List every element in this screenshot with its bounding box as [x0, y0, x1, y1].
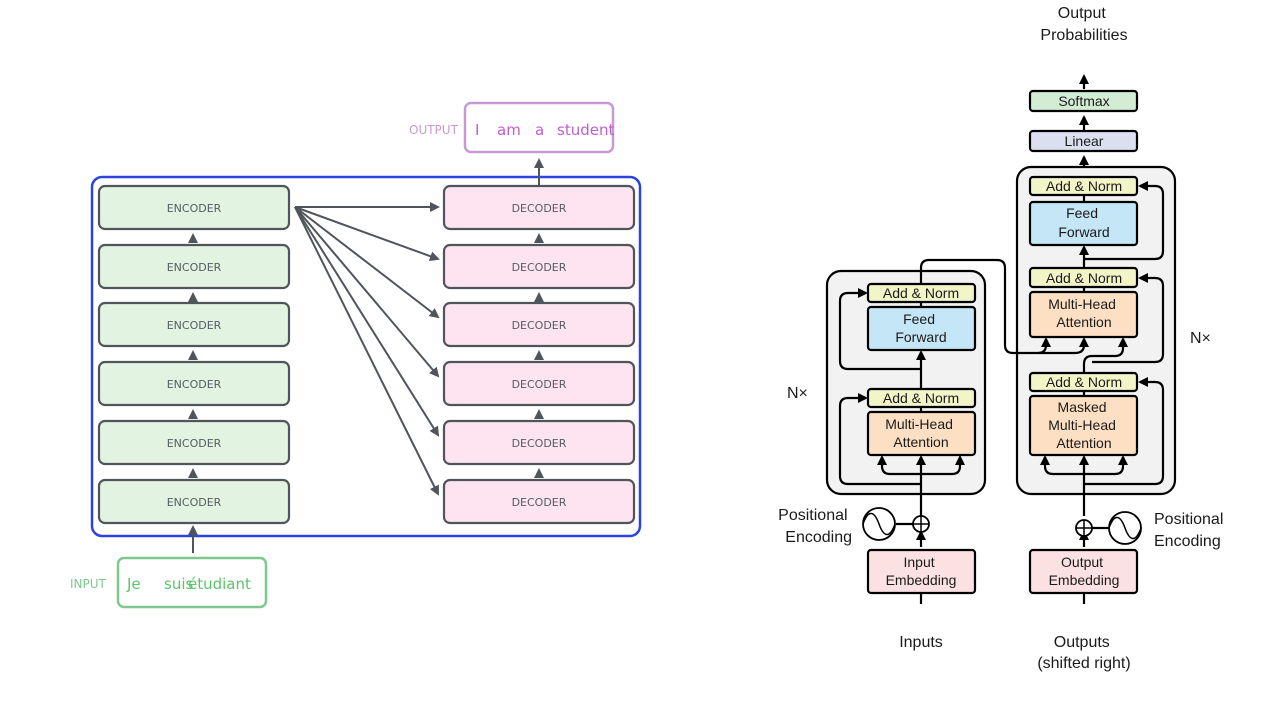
arrow	[921, 455, 965, 476]
softmax-block	[1028, 89, 1139, 113]
decoder-block: DECODER	[442, 184, 636, 231]
output-embedding-label: Output Embedding	[1049, 554, 1120, 588]
decoder-box	[442, 243, 636, 290]
encoder-label: ENCODER	[167, 378, 222, 391]
encoder-label: ENCODER	[167, 202, 222, 215]
encoder-to-decoder-arrow	[294, 206, 440, 261]
decoder-add-norm-mid-label: Add & Norm	[1046, 270, 1122, 286]
encoder-to-decoder-arrow	[294, 206, 440, 319]
encoder-block: ENCODER	[97, 360, 291, 407]
encoder-label: ENCODER	[167, 319, 222, 332]
input-embedding-label: Input Embedding	[886, 554, 957, 588]
output-probabilities-label: Output Probabilities	[1040, 5, 1127, 44]
encoder-add-norm-top-label: Add & Norm	[883, 285, 959, 301]
decoder-label: DECODER	[512, 202, 567, 215]
decoder-masked-attention-label: Masked Multi-Head Attention	[1048, 399, 1120, 451]
output-box	[463, 101, 615, 154]
encoder-block: ENCODER	[97, 243, 291, 290]
stack-outline	[90, 175, 642, 538]
decoder-box	[442, 301, 636, 348]
encoder-block: ENCODER	[97, 184, 291, 231]
arrow	[1082, 337, 1128, 373]
decoder-block: DECODER	[442, 243, 636, 290]
decoder-box	[442, 360, 636, 407]
output-positional-label: Positional Encoding	[1154, 511, 1228, 550]
input-sine-wave-icon	[862, 507, 896, 541]
input-embedding-block	[866, 548, 977, 595]
encoder-to-decoder-arrow	[294, 206, 440, 437]
arrow	[838, 288, 921, 371]
decoder-add-norm-bottom-label: Add & Norm	[1046, 374, 1122, 390]
arrow	[1092, 273, 1165, 364]
encoder-to-decoder-arrow	[294, 206, 440, 378]
arrow	[838, 393, 921, 486]
outputs-label: Outputs (shifted right)	[1037, 634, 1130, 672]
transformer-architecture-diagram: Output Probabilities Softmax Linear N× N…	[778, 5, 1228, 672]
decoder-block: DECODER	[442, 360, 636, 407]
encoder-box	[97, 478, 291, 525]
arrow	[877, 455, 921, 476]
decoder-box	[442, 478, 636, 525]
encoder-box	[97, 301, 291, 348]
arrow	[1084, 181, 1165, 261]
decoder-label: DECODER	[512, 319, 567, 332]
inputs-label: Inputs	[899, 634, 943, 651]
encoder-block: ENCODER	[97, 419, 291, 466]
arrow	[1084, 455, 1128, 476]
input-positional-label: Positional Encoding	[778, 507, 852, 546]
encoder-add-norm-bottom-label: Add & Norm	[883, 390, 959, 406]
encoder-label: ENCODER	[167, 496, 222, 509]
decoder-label: DECODER	[512, 437, 567, 450]
encoder-label: ENCODER	[167, 261, 222, 274]
encoder-label: ENCODER	[167, 437, 222, 450]
decoder-repeat-label: N×	[1190, 330, 1211, 347]
input-token: étudiant	[188, 575, 251, 593]
encoder-box	[97, 360, 291, 407]
arrow	[1040, 455, 1084, 476]
encoder-repeat-label: N×	[787, 385, 808, 402]
input-box	[116, 556, 268, 609]
arrow	[1038, 337, 1089, 355]
input-label: INPUT	[70, 577, 107, 591]
decoder-attention-label: Multi-Head Attention	[1048, 296, 1120, 330]
decoder-stack: DECODER DECODER DECODER DECODER DECODER DECOD…	[442, 184, 636, 525]
output-token: am	[497, 121, 521, 139]
encoder-stack: ENCODER ENCODER ENCODER ENCODER ENCODER ENCOD…	[97, 184, 291, 525]
encoder-decoder-stack-diagram: ENCODER ENCODER ENCODER ENCODER ENCODER ENCOD…	[70, 101, 642, 609]
linear-block	[1028, 129, 1139, 153]
output-token: a	[535, 121, 544, 139]
output-embedding-block	[1028, 548, 1139, 595]
decoder-feed-forward-label: Feed Forward	[1058, 205, 1109, 240]
encoder-feed-forward-label: Feed Forward	[895, 311, 946, 345]
decoder-box	[442, 419, 636, 466]
input-token: Je	[126, 575, 141, 593]
encoder-block: ENCODER	[97, 301, 291, 348]
output-label: OUTPUT	[409, 123, 459, 137]
encoder-box	[97, 243, 291, 290]
decoder-add-norm-top	[1028, 175, 1139, 197]
encoder-block: ENCODER	[97, 478, 291, 525]
input-token: suis	[164, 575, 193, 593]
decoder-block: DECODER	[442, 478, 636, 525]
arrow	[1084, 377, 1165, 486]
decoder-label: DECODER	[512, 496, 567, 509]
encoder-box	[97, 419, 291, 466]
output-token: student	[557, 121, 614, 139]
encoder-attention-label: Multi-Head Attention	[885, 416, 957, 450]
output-sine-wave-icon	[1108, 511, 1142, 545]
decoder-block: DECODER	[442, 301, 636, 348]
decoder-label: DECODER	[512, 378, 567, 391]
encoder-to-decoder-arrow	[294, 206, 439, 496]
decoder-block: DECODER	[442, 419, 636, 466]
output-token: I	[475, 121, 479, 139]
encoder-box	[97, 184, 291, 231]
softmax-label: Softmax	[1058, 93, 1109, 109]
decoder-label: DECODER	[512, 261, 567, 274]
encoder-stack-background	[825, 269, 987, 496]
encoder-to-decoder-arrows	[294, 202, 440, 496]
decoder-add-norm-top-label: Add & Norm	[1046, 178, 1122, 194]
linear-label: Linear	[1065, 133, 1104, 149]
